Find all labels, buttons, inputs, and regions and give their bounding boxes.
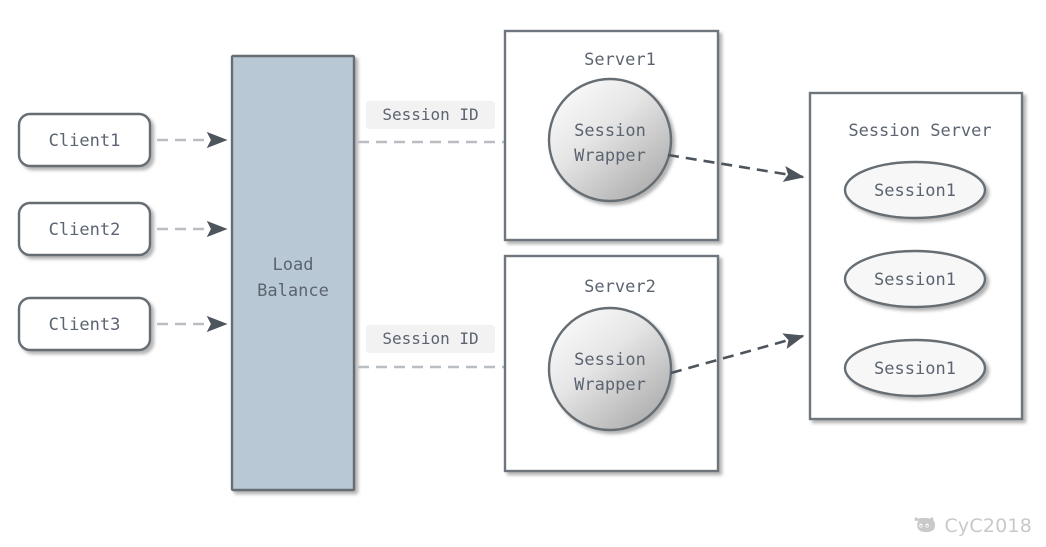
session-id-chip-2 [366,325,495,353]
client1-rect[interactable] [17,112,152,168]
edge-server2-wrapper-to-session-server [670,333,805,375]
session-id-label-2: Session ID [382,329,478,348]
session-node-c[interactable]: Session1 [843,338,987,398]
session-b-ellipse[interactable] [843,249,987,309]
session-node-a[interactable]: Session1 [843,160,987,220]
server2-session-wrapper-label-line2: Wrapper [574,375,646,395]
session-c-ellipse[interactable] [843,338,987,398]
load-balance-rect[interactable] [230,54,356,492]
client-node-client1[interactable]: Client1 [17,112,152,168]
session-id-label-1: Session ID [382,105,478,124]
watermark: CyC2018 [911,513,1032,539]
session-server-container[interactable]: Session Server Session1 Session1 Session… [808,91,1024,421]
session-server-title: Session Server [848,121,991,141]
server1-container[interactable]: Server1 Session Wrapper [503,29,720,242]
session-a-ellipse[interactable] [843,160,987,220]
session-c-label: Session1 [874,359,956,379]
session-b-label: Session1 [874,270,956,290]
session-a-label: Session1 [874,181,956,201]
edge-label-session-id-server2: Session ID [366,325,495,353]
server2-session-wrapper-circle[interactable] [547,306,673,432]
client2-label: Client2 [49,220,121,240]
edge-label-session-id-server1: Session ID [366,101,495,129]
server1-session-wrapper-label-line1: Session [574,121,646,141]
edge-server1-wrapper-to-session-server [667,153,805,182]
server1-session-wrapper-circle[interactable] [547,77,673,203]
client-node-client3[interactable]: Client3 [17,296,152,352]
watermark-text: CyC2018 [944,515,1032,537]
server2-container[interactable]: Server2 Session Wrapper [503,254,720,473]
client2-rect[interactable] [17,201,152,257]
load-balance-label-line1: Load [273,255,314,275]
server1-session-wrapper-label-line2: Wrapper [574,146,646,166]
server2-title: Server2 [584,277,656,297]
github-octocat-icon [914,517,936,533]
load-balance-label-line2: Balance [257,281,329,301]
server2-session-wrapper-label-line1: Session [574,350,646,370]
session-node-b[interactable]: Session1 [843,249,987,309]
client3-label: Client3 [49,315,121,335]
client3-rect[interactable] [17,296,152,352]
client-node-client2[interactable]: Client2 [17,201,152,257]
client1-label: Client1 [49,131,121,151]
load-balance-node[interactable]: Load Balance [230,54,356,492]
session-id-chip-1 [366,101,495,129]
server1-title: Server1 [584,50,656,70]
